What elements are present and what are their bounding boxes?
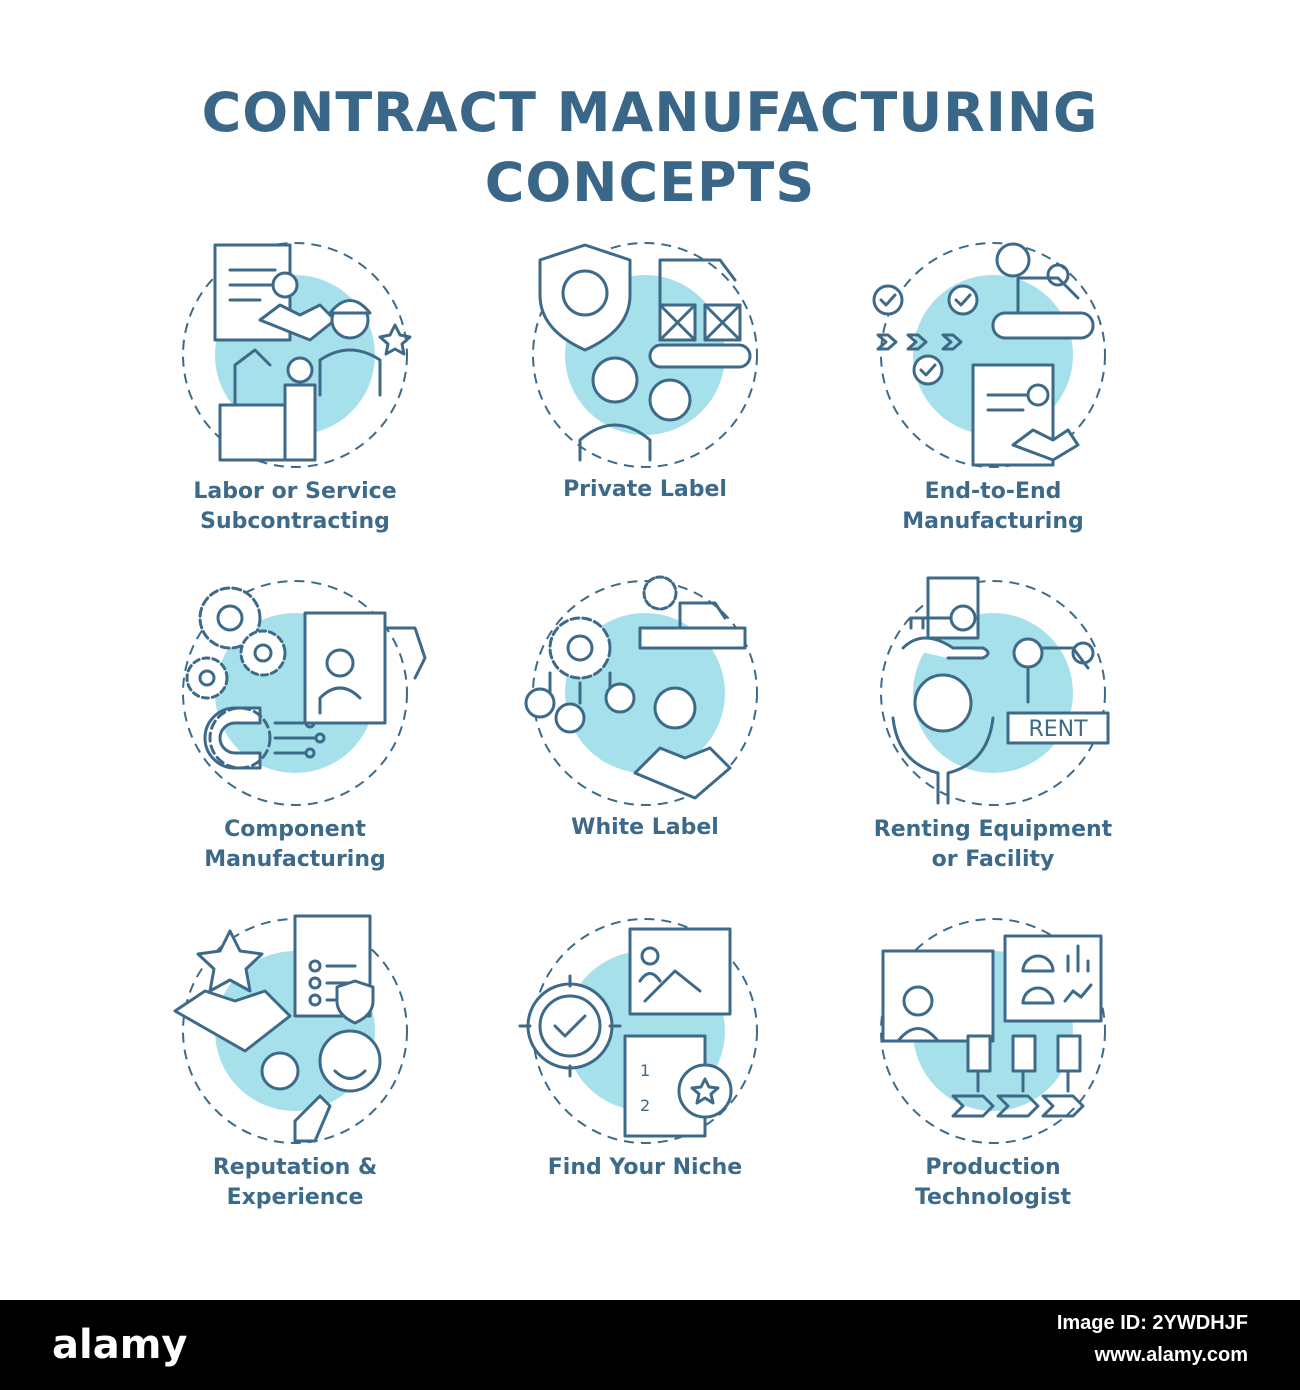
target-check-clipboard-icon: 1 2 [495,911,795,1151]
gear-flow-handshake-dollar-icon [495,573,795,813]
concept-label: Find Your Niche [547,1155,743,1180]
concept-label: Production Technologist [914,1155,1072,1210]
title-line-2: CONCEPTS [484,151,816,214]
image-id: Image ID: 2YWDHJF [1056,1312,1248,1334]
svg-text:2: 2 [640,1096,650,1115]
concept-label: White Label [571,815,719,840]
concept-label: End-to-End Manufacturing [902,479,1084,534]
contract-handshake-worker-icon [145,235,445,475]
star-dollar-checklist-smiley-icon [145,911,445,1151]
workflow-robot-arm-contract-icon [843,235,1143,475]
concept-label: Reputation & Experience [212,1155,378,1210]
concept-label: Private Label [563,477,727,502]
title-line-1: CONTRACT MANUFACTURING [201,81,1099,144]
rent-badge: RENT [1028,717,1088,742]
page-title: CONTRACT MANUFACTURING CONCEPTS [0,78,1300,218]
brand-logo: alamy [52,1322,188,1368]
engineer-dashboard-flow-icon [843,911,1143,1151]
shield-crane-conveyor-icon [495,235,795,475]
key-dollar-rent-robot-icon: RENT [843,573,1143,813]
site-url: www.alamy.com [1094,1344,1248,1366]
concept-label: Component Manufacturing [204,817,386,872]
svg-text:1: 1 [640,1061,650,1080]
concept-label: Labor or Service Subcontracting [193,479,397,534]
gears-magnet-engineer-icon [145,573,445,813]
watermark-footer: alamy Image ID: 2YWDHJF www.alamy.com [0,1300,1300,1390]
concept-label: Renting Equipment or Facility [873,817,1113,872]
